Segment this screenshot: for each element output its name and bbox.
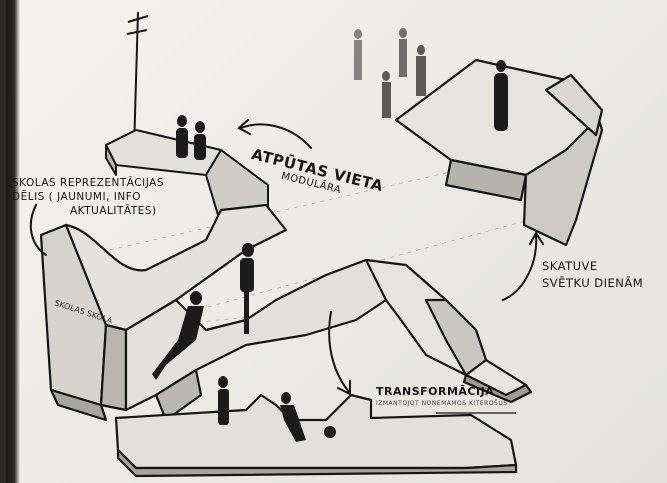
transformation-label: TRANSFORMĀCIJA IZMANTOJOT NOŅEMAMOS KITE…	[376, 385, 508, 407]
sketch-paper: SKOLAS SKOLA SKOLAS REPREZENTĀCIJAS DĒLI…	[6, 0, 667, 483]
transformation-title: TRANSFORMĀCIJA	[376, 385, 508, 398]
stage-label-line-1: SKATUVE	[542, 258, 643, 275]
bench-sketch-drawing: SKOLAS SKOLA	[6, 0, 667, 483]
school-board-label-line-2: DĒLIS ( JAUNUMI, INFO	[12, 190, 164, 204]
stage-label: SKATUVE SVĒTKU DIENĀM	[542, 258, 643, 292]
school-board-label-line-3: AKTUALITĀTES)	[12, 204, 164, 218]
stage-label-line-2: SVĒTKU DIENĀM	[542, 275, 643, 292]
school-board-label-line-1: SKOLAS REPREZENTĀCIJAS	[12, 176, 164, 190]
school-board-label: SKOLAS REPREZENTĀCIJAS DĒLIS ( JAUNUMI, …	[12, 176, 164, 218]
lamp-post	[127, 12, 148, 150]
transformation-note: IZMANTOJOT NOŅEMAMOS KITEROŠUS	[376, 400, 508, 407]
